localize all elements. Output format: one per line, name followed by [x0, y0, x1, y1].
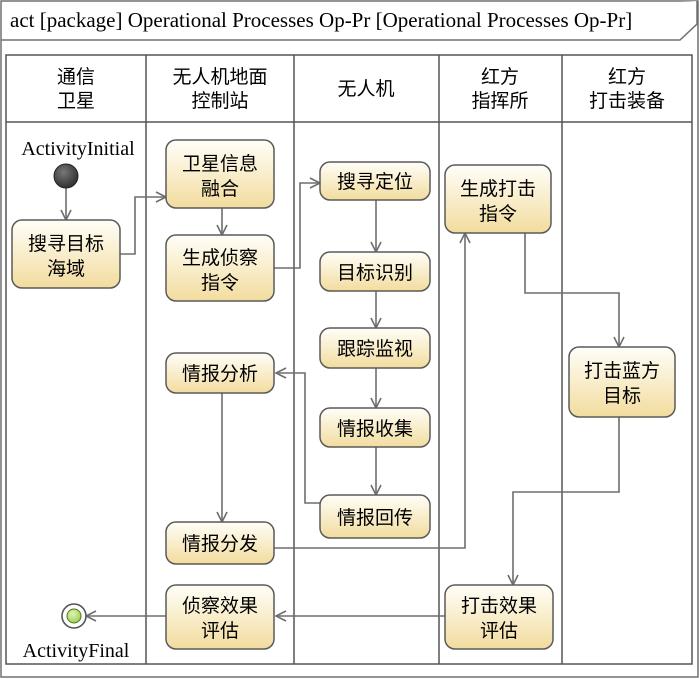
action-recon-effect-eval[interactable]: 侦察效果 评估	[165, 584, 275, 650]
svg-text:搜寻目标: 搜寻目标	[28, 233, 104, 255]
svg-text:情报分发: 情报分发	[182, 533, 258, 555]
flow-search-area-to-fusion	[120, 197, 166, 255]
flow-dispatch-to-strike-order	[274, 233, 465, 549]
svg-text:搜寻定位: 搜寻定位	[337, 171, 413, 193]
activity-initial-label: ActivityInitial	[21, 138, 135, 160]
action-intel-return[interactable]: 情报回传	[319, 494, 431, 539]
svg-text:卫星: 卫星	[57, 90, 95, 112]
lane-header-comm-satellite: 通信 卫星	[57, 66, 95, 112]
svg-text:红方: 红方	[481, 66, 519, 88]
svg-text:跟踪监视: 跟踪监视	[337, 338, 413, 360]
swimlane-grid	[5, 54, 693, 665]
svg-text:通信: 通信	[57, 66, 95, 88]
svg-text:红方: 红方	[608, 66, 646, 88]
action-search-locate[interactable]: 搜寻定位	[319, 161, 431, 201]
action-generate-strike-order[interactable]: 生成打击 指令	[444, 164, 552, 234]
action-satellite-info-fusion[interactable]: 卫星信息 融合	[165, 139, 275, 209]
svg-text:生成侦察: 生成侦察	[182, 247, 258, 269]
flow-strike-target-to-strike-eval	[513, 417, 620, 585]
svg-text:卫星信息: 卫星信息	[182, 153, 258, 175]
action-strike-blue-target[interactable]: 打击蓝方 目标	[568, 346, 676, 418]
activity-final-node: ActivityFinal	[23, 603, 130, 662]
action-track-monitor[interactable]: 跟踪监视	[319, 327, 431, 369]
frame-header-tab	[1, 1, 698, 41]
flow-strike-order-to-strike-target	[524, 233, 619, 347]
action-strike-effect-eval[interactable]: 打击效果 评估	[444, 584, 554, 650]
svg-text:无人机地面: 无人机地面	[172, 66, 267, 88]
svg-text:海域: 海域	[47, 258, 85, 280]
action-intel-analysis[interactable]: 情报分析	[165, 352, 275, 394]
action-target-identify[interactable]: 目标识别	[319, 251, 431, 292]
svg-text:打击装备: 打击装备	[589, 90, 665, 112]
diagram-title: act [package] Operational Processes Op-P…	[10, 8, 632, 32]
control-flows	[66, 183, 619, 616]
svg-text:指令: 指令	[201, 272, 239, 294]
svg-text:打击效果: 打击效果	[461, 595, 537, 617]
svg-text:控制站: 控制站	[191, 90, 248, 112]
svg-text:侦察效果: 侦察效果	[182, 595, 258, 617]
svg-text:目标: 目标	[603, 385, 641, 407]
lane-header-red-command: 红方 指挥所	[471, 66, 528, 112]
svg-text:指令: 指令	[479, 203, 517, 225]
svg-text:无人机: 无人机	[337, 78, 394, 100]
svg-text:融合: 融合	[201, 178, 239, 200]
lane-header-red-strike-equipment: 红方 打击装备	[589, 66, 665, 112]
flow-return-to-analysis	[276, 373, 320, 504]
action-search-target-area[interactable]: 搜寻目标 海域	[11, 219, 121, 289]
lane-header-uav: 无人机	[337, 78, 394, 100]
svg-text:情报收集: 情报收集	[337, 418, 413, 440]
action-intel-collect[interactable]: 情报收集	[319, 407, 431, 448]
action-intel-dispatch[interactable]: 情报分发	[165, 521, 275, 565]
svg-text:打击蓝方: 打击蓝方	[584, 360, 660, 382]
activity-final-label: ActivityFinal	[23, 640, 130, 662]
svg-text:目标识别: 目标识别	[337, 262, 413, 284]
svg-text:评估: 评估	[480, 620, 518, 642]
lane-header-uav-ground-station: 无人机地面 控制站	[172, 66, 267, 112]
svg-text:指挥所: 指挥所	[471, 90, 528, 112]
activity-initial-node: ActivityInitial	[21, 138, 135, 189]
svg-text:生成打击: 生成打击	[460, 178, 536, 200]
flow-recon-order-to-locate	[274, 183, 320, 269]
action-generate-recon-order[interactable]: 生成侦察 指令	[165, 234, 275, 302]
svg-text:情报分析: 情报分析	[182, 363, 258, 385]
svg-text:评估: 评估	[201, 620, 239, 642]
svg-text:情报回传: 情报回传	[337, 507, 413, 529]
